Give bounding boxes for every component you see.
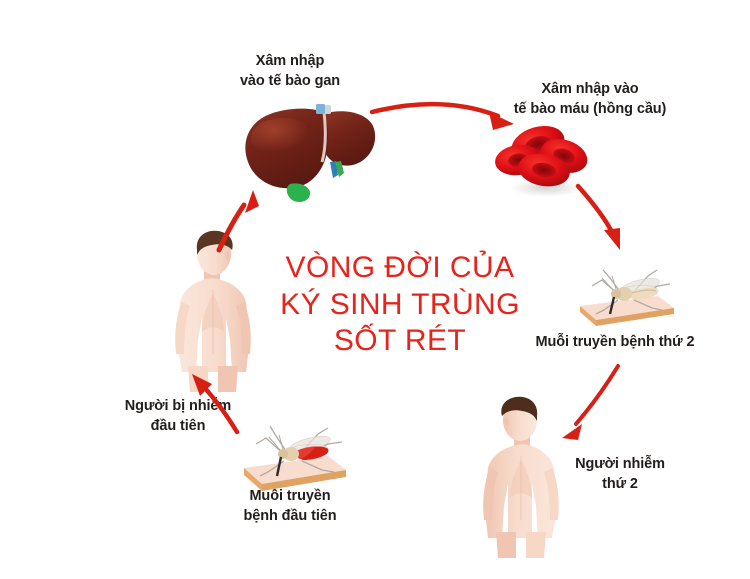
arrow-mosquito1-to-person1: [192, 374, 240, 435]
mosquito-first-icon: [228, 412, 358, 504]
arrow-mosquito2-to-person2: [562, 364, 620, 440]
page-title: VÒNG ĐỜI CỦA KÝ SINH TRÙNG SỐT RÉT: [280, 251, 520, 358]
arrow-blood-to-mosquito2: [575, 183, 620, 250]
arrow-person2-to-mosquito1: [322, 496, 466, 518]
arrow-person1-to-liver: [216, 190, 259, 253]
label-blood-invasion: Xâm nhập vào tế bào máu (hồng cầu): [513, 81, 667, 117]
person-second-icon: [472, 388, 572, 558]
liver-icon: [238, 100, 378, 210]
mosquito-second-icon: [562, 252, 682, 338]
red-blood-cells-icon: [492, 118, 592, 203]
label-mosquito-first: Muỗi truyền bệnh đầu tiên: [243, 488, 337, 524]
arrow-liver-to-blood: [369, 101, 514, 130]
label-mosquito-second: Muỗi truyền bệnh thứ 2: [535, 334, 695, 350]
label-person-second: Người nhiễm thứ 2: [575, 456, 665, 492]
label-person-first: Người bị nhiễm đầu tiên: [124, 398, 232, 434]
label-liver-invasion: Xâm nhập vào tế bào gan: [239, 53, 341, 89]
